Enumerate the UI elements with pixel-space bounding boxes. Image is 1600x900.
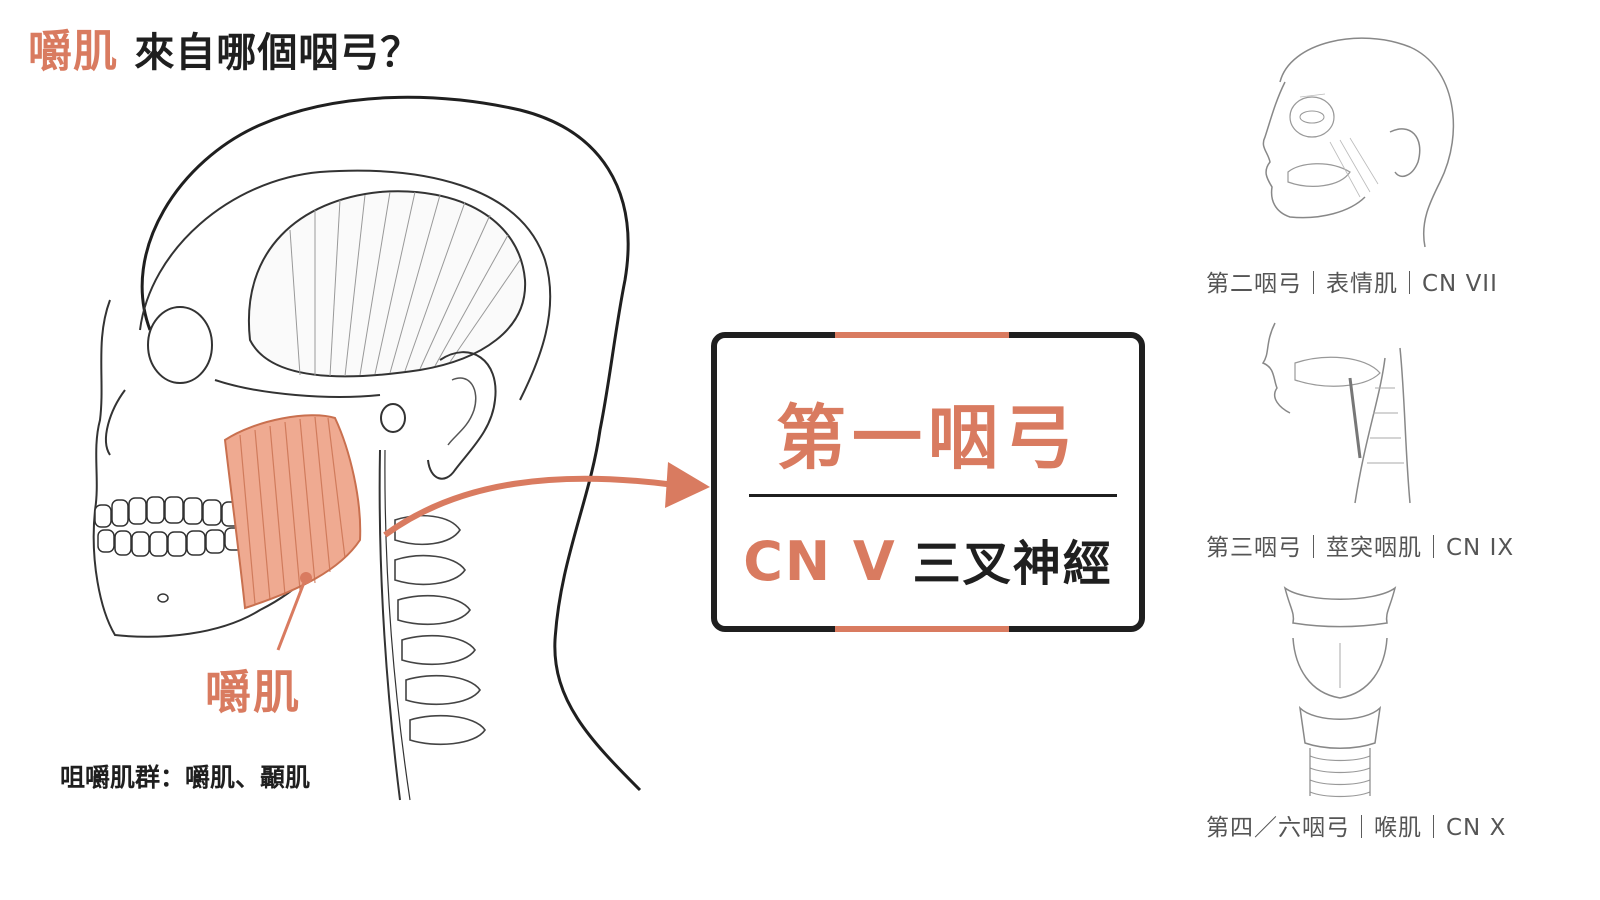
masseter-label: 嚼肌 bbox=[205, 665, 301, 719]
pharynx-sagittal-thumbnail bbox=[1261, 322, 1411, 504]
box-accent-bottom bbox=[835, 626, 1009, 632]
answer-nerve: CN V 三叉神經 bbox=[717, 524, 1139, 594]
nerve-name: 三叉神經 bbox=[912, 536, 1113, 592]
face-muscles-thumbnail bbox=[1262, 37, 1455, 248]
box-divider bbox=[749, 494, 1117, 497]
title-highlight: 嚼肌 bbox=[28, 26, 118, 77]
side-caption-arch-2: 第二咽弓｜表情肌｜CN VII bbox=[1206, 271, 1498, 297]
box-accent-top bbox=[835, 332, 1009, 338]
nerve-code: CN V bbox=[743, 530, 897, 593]
larynx-thumbnail bbox=[1283, 586, 1397, 798]
side-caption-arch-4-6: 第四／六咽弓｜喉肌｜CN X bbox=[1206, 815, 1507, 841]
answer-box: 第一咽弓 CN V 三叉神經 bbox=[711, 332, 1145, 632]
muscle-group-caption: 咀嚼肌群：嚼肌、顳肌 bbox=[60, 763, 311, 792]
side-caption-arch-3: 第三咽弓｜莖突咽肌｜CN IX bbox=[1206, 535, 1515, 561]
answer-arch: 第一咽弓 bbox=[776, 397, 1080, 479]
title-question: 來自哪個咽弓？ bbox=[134, 30, 422, 76]
page-title: 嚼肌 來自哪個咽弓？ bbox=[28, 22, 421, 83]
